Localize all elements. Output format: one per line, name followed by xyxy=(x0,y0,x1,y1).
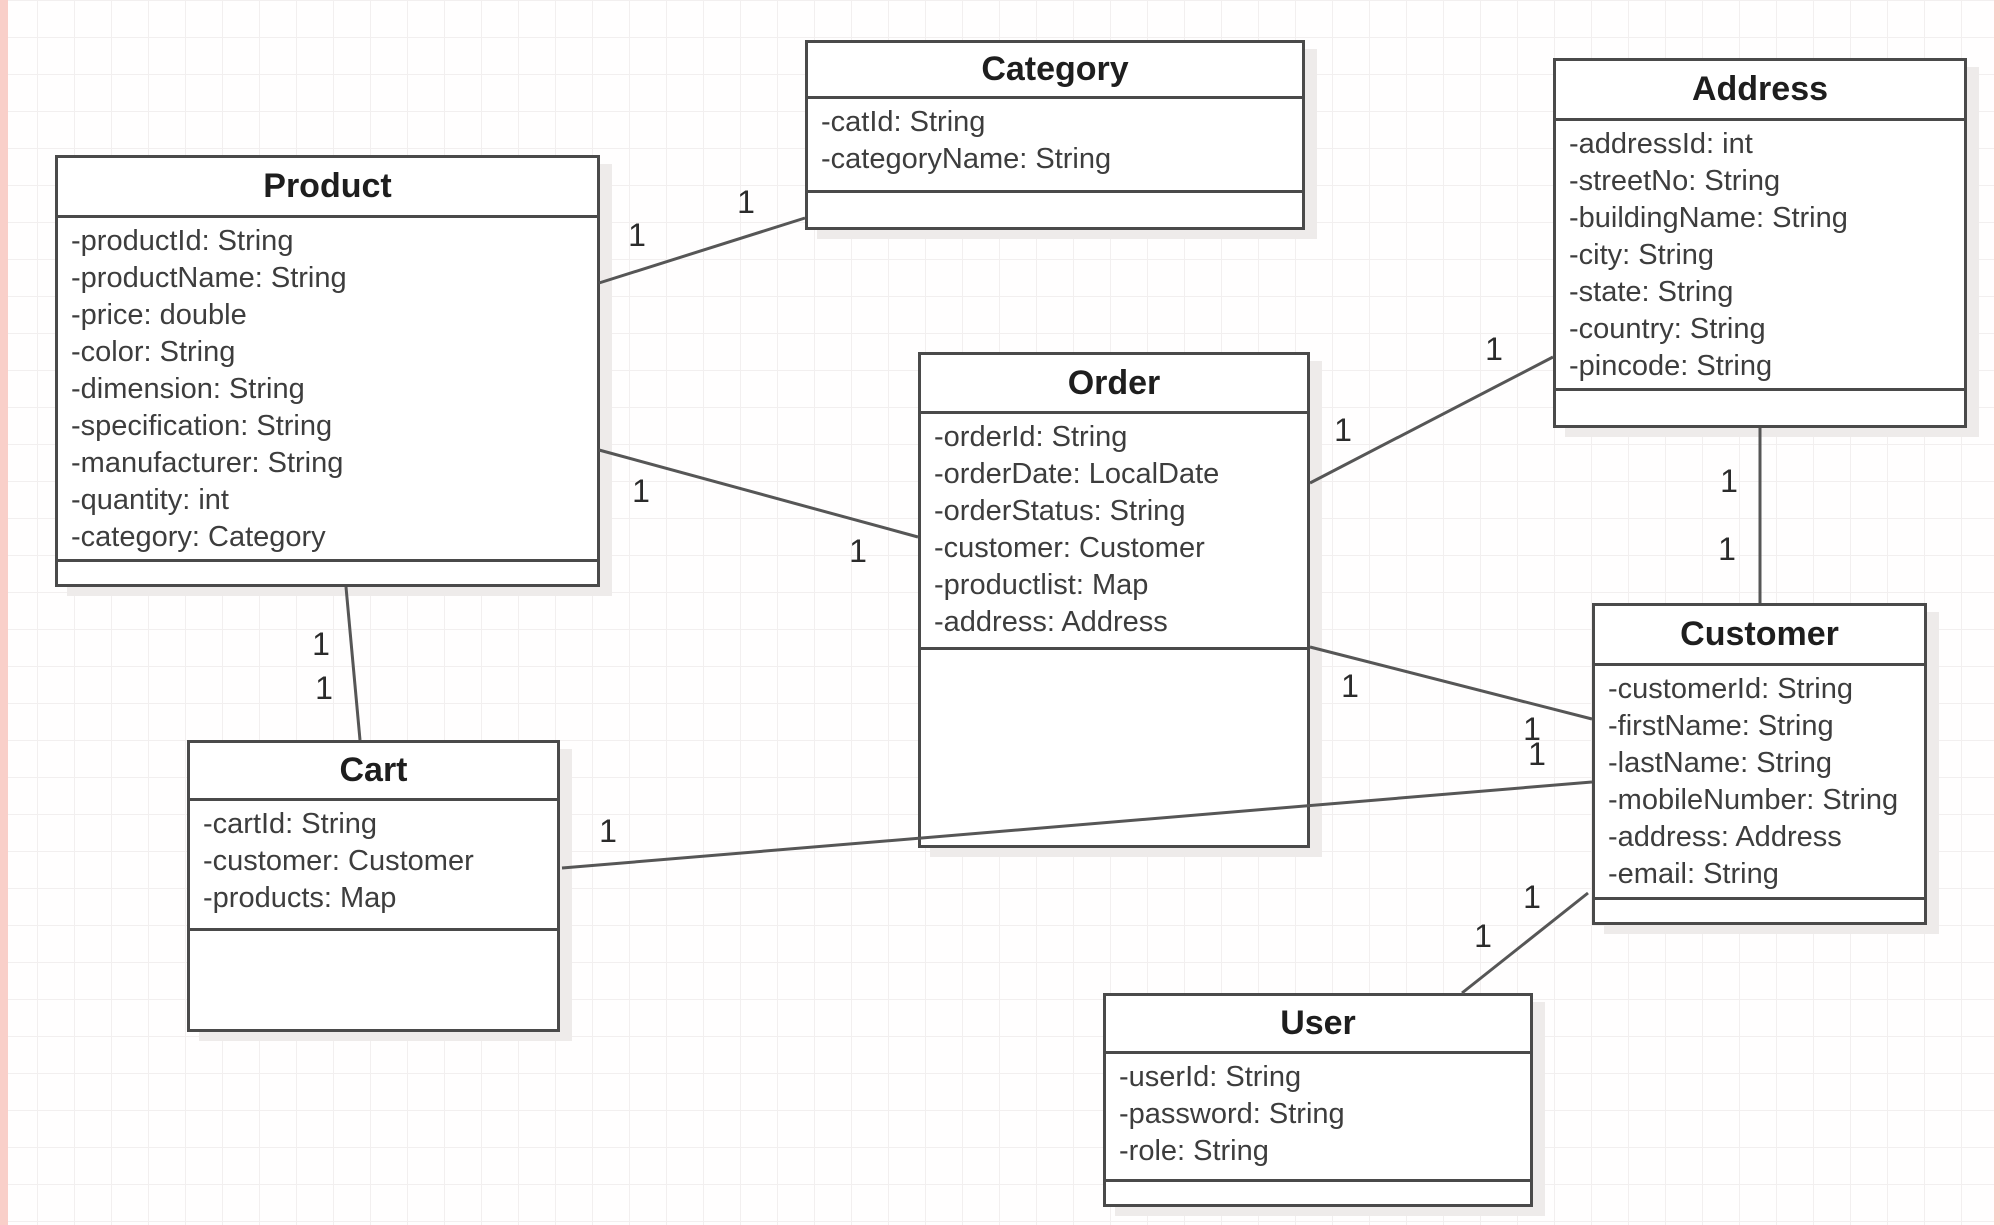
page-edge-strip-right xyxy=(1994,0,2000,1225)
association-product-cart xyxy=(344,586,362,741)
attribute-row: -products: Map xyxy=(203,882,397,914)
multiplicity-label: 1 xyxy=(628,217,646,253)
multiplicity-label: 1 xyxy=(1474,918,1492,954)
attribute-row: -category: Category xyxy=(71,521,326,553)
multiplicity-label: 1 xyxy=(632,473,650,509)
class-title: Order xyxy=(921,355,1307,414)
attribute-row: -categoryName: String xyxy=(821,143,1112,175)
attribute-row: -address: Address xyxy=(934,606,1168,638)
class-box-order[interactable]: Order -orderId: String -orderDate: LocalDa… xyxy=(918,352,1310,848)
class-box-cart[interactable]: Cart -cartId: String -customer: Customer -p… xyxy=(187,740,560,1032)
class-operations-compartment xyxy=(58,562,597,584)
class-operations-compartment xyxy=(921,650,1307,845)
multiplicity-label: 1 xyxy=(1341,668,1359,704)
multiplicity-label: 1 xyxy=(1528,736,1546,772)
attribute-row: -quantity: int xyxy=(71,484,229,516)
class-title: Cart xyxy=(190,743,557,801)
class-title: User xyxy=(1106,996,1530,1054)
attribute-row: -cartId: String xyxy=(203,808,378,840)
class-box-customer[interactable]: Customer -customerId: String -firstName: S… xyxy=(1592,603,1927,925)
class-operations-compartment xyxy=(1595,900,1924,922)
class-box-category[interactable]: Category -catId: String -categoryName: Str… xyxy=(805,40,1305,230)
attribute-row: -catId: String xyxy=(821,106,986,138)
class-attributes-compartment: -customerId: String -firstName: String -la… xyxy=(1595,666,1924,900)
attribute-row: -buildingName: String xyxy=(1569,202,1848,234)
attribute-row: -password: String xyxy=(1119,1098,1345,1130)
class-attributes-compartment: -catId: String -categoryName: String xyxy=(808,99,1302,193)
class-box-user[interactable]: User -userId: String -password: String -rol… xyxy=(1103,993,1533,1207)
attribute-row: -productName: String xyxy=(71,262,347,294)
multiplicity-label: 1 xyxy=(737,184,755,220)
class-title: Customer xyxy=(1595,606,1924,666)
attribute-row: -productId: String xyxy=(71,225,294,257)
attribute-row: -addressId: int xyxy=(1569,128,1753,160)
attribute-row: -price: double xyxy=(71,299,247,331)
attribute-row: -manufacturer: String xyxy=(71,447,344,479)
attribute-row: -mobileNumber: String xyxy=(1608,784,1899,816)
attribute-row: -country: String xyxy=(1569,313,1766,345)
multiplicity-label: 1 xyxy=(1523,879,1541,915)
attribute-row: -orderId: String xyxy=(934,421,1128,453)
attribute-row: -productlist: Map xyxy=(934,569,1149,601)
class-attributes-compartment: -productId: String -productName: String -p… xyxy=(58,218,597,562)
multiplicity-label: 1 xyxy=(315,670,333,706)
attribute-row: -userId: String xyxy=(1119,1061,1302,1093)
attribute-row: -role: String xyxy=(1119,1135,1269,1167)
attribute-row: -customer: Customer xyxy=(934,532,1205,564)
attribute-row: -orderDate: LocalDate xyxy=(934,458,1220,490)
multiplicity-label: 1 xyxy=(312,626,330,662)
attribute-row: -city: String xyxy=(1569,239,1715,271)
multiplicity-label: 1 xyxy=(1485,331,1503,367)
class-operations-compartment xyxy=(1556,391,1964,425)
attribute-row: -specification: String xyxy=(71,410,333,442)
attribute-row: -firstName: String xyxy=(1608,710,1834,742)
multiplicity-label: 1 xyxy=(599,813,617,849)
class-operations-compartment xyxy=(190,931,557,1029)
class-attributes-compartment: -orderId: String -orderDate: LocalDate -or… xyxy=(921,414,1307,650)
attribute-row: -lastName: String xyxy=(1608,747,1833,779)
attribute-row: -color: String xyxy=(71,336,236,368)
class-operations-compartment xyxy=(1106,1182,1530,1204)
multiplicity-label: 1 xyxy=(1523,711,1541,747)
attribute-row: -dimension: String xyxy=(71,373,305,405)
attribute-row: -pincode: String xyxy=(1569,350,1773,382)
class-title: Product xyxy=(58,158,597,218)
attribute-row: -customer: Customer xyxy=(203,845,474,877)
attribute-row: -orderStatus: String xyxy=(934,495,1186,527)
attribute-row: -streetNo: String xyxy=(1569,165,1781,197)
attribute-row: -state: String xyxy=(1569,276,1734,308)
attribute-row: -email: String xyxy=(1608,858,1779,890)
attribute-row: -address: Address xyxy=(1608,821,1842,853)
class-box-product[interactable]: Product -productId: String -productName: S… xyxy=(55,155,600,587)
attribute-row: -customerId: String xyxy=(1608,673,1853,705)
multiplicity-label: 1 xyxy=(1718,531,1736,567)
class-title: Address xyxy=(1556,61,1964,121)
class-attributes-compartment: -cartId: String -customer: Customer -produ… xyxy=(190,801,557,931)
multiplicity-label: 1 xyxy=(849,533,867,569)
class-title: Category xyxy=(808,43,1302,99)
class-operations-compartment xyxy=(808,193,1302,227)
page-edge-strip-left xyxy=(0,0,8,1225)
class-box-address[interactable]: Address-addressId: int-streetNo: String-… xyxy=(1553,58,1967,428)
class-attributes-compartment: -addressId: int -streetNo: String -buildin… xyxy=(1556,121,1964,391)
multiplicity-label: 1 xyxy=(1334,412,1352,448)
class-attributes-compartment: -userId: String -password: String -role: S… xyxy=(1106,1054,1530,1182)
multiplicity-label: 1 xyxy=(1720,463,1738,499)
